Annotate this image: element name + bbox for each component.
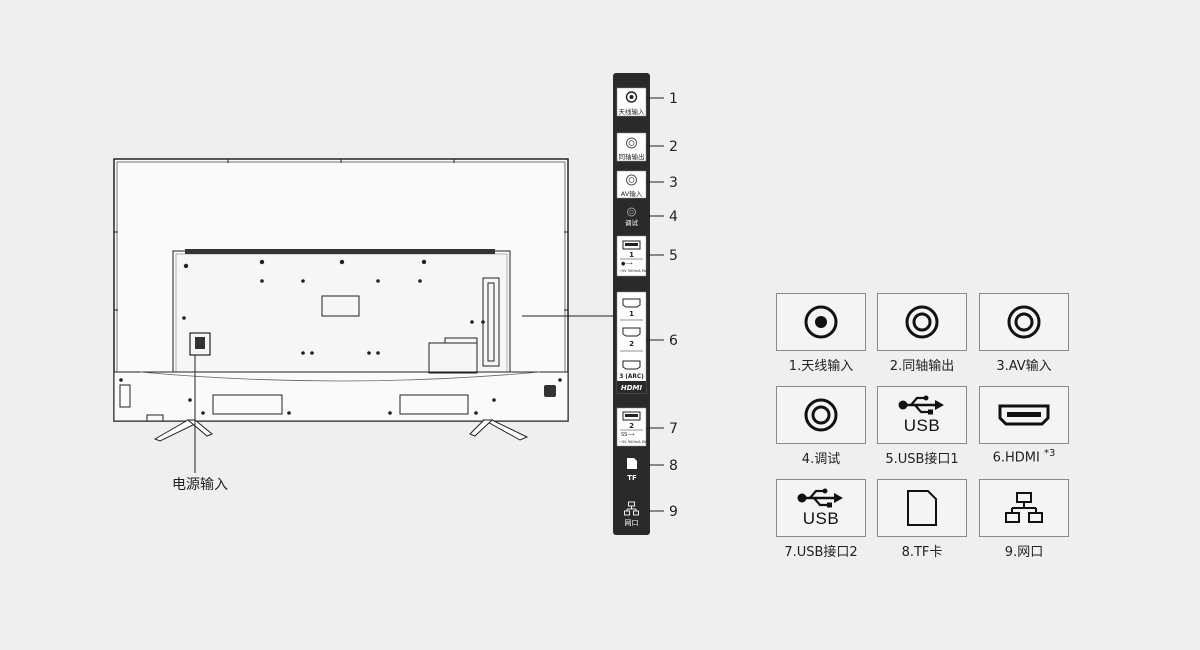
legend-caption-usb2: 7.USB接口2	[784, 545, 858, 560]
legend-hdmi-note: *3	[1044, 448, 1056, 459]
legend-item-usb1: USB 5.USB接口1	[876, 386, 968, 467]
panel-usb1-spec: ⎓5V 500mA MAX	[619, 269, 650, 273]
panel-tf-label: TF	[627, 474, 637, 482]
callout-2: 2	[669, 139, 678, 155]
av-icon	[1007, 305, 1041, 339]
legend-caption-coaxial: 2.同轴输出	[889, 359, 955, 374]
usb-icon	[898, 395, 944, 415]
legend-box-debug	[776, 386, 866, 444]
legend-box-antenna	[776, 293, 866, 351]
port-panel: 天线输入 同轴输出 AV输入 调试 1 ●⟶ ⎓5V 500mA MAX 1	[613, 73, 650, 535]
panel-hdmi3-number: 3 (ARC)	[619, 374, 644, 380]
legend-caption-debug: 4.调试	[801, 452, 841, 467]
legend-item-network: 9.网口	[978, 479, 1070, 560]
legend-item-usb2: USB 7.USB接口2	[775, 479, 867, 560]
legend-item-coaxial: 2.同轴输出	[876, 293, 968, 374]
callouts	[646, 97, 664, 512]
tv-back	[113, 158, 569, 473]
legend-box-hdmi	[979, 386, 1069, 444]
legend-box-coaxial	[877, 293, 967, 351]
legend-item-antenna: 1.天线输入	[775, 293, 867, 374]
panel-label-coaxial: 同轴输出	[619, 152, 645, 161]
legend-usb2-text: USB	[802, 509, 840, 528]
panel-hdmi1-number: 1	[629, 310, 634, 318]
legend-caption-usb1: 5.USB接口1	[885, 452, 959, 467]
power-input-label: 电源输入	[172, 477, 228, 493]
network-icon	[1005, 492, 1043, 523]
legend-caption-antenna: 1.天线输入	[788, 359, 854, 374]
legend-caption-av: 3.AV输入	[996, 359, 1052, 374]
panel-label-antenna: 天线输入	[619, 107, 646, 116]
panel-usb1-symbol: ●⟶	[621, 261, 633, 267]
legend-item-tf: 8.TF卡	[876, 479, 968, 560]
callout-3: 3	[669, 175, 678, 191]
panel-label-av: AV输入	[621, 189, 643, 198]
coaxial-icon	[905, 305, 939, 339]
callout-8: 8	[669, 458, 678, 474]
legend-item-debug: 4.调试	[775, 386, 867, 467]
panel-debug-port	[627, 207, 636, 217]
panel-usb2-symbol: SS⟶	[621, 432, 635, 438]
legend-box-network	[979, 479, 1069, 537]
callout-1: 1	[669, 91, 678, 107]
legend-item-hdmi: 6.HDMI *3	[978, 386, 1070, 465]
panel-lan-icon	[624, 501, 639, 516]
legend-item-av: 3.AV输入	[978, 293, 1070, 374]
panel-lan-label: 网口	[625, 519, 639, 527]
antenna-icon	[804, 305, 838, 339]
panel-usb1-port	[616, 235, 647, 277]
legend-caption-network: 9.网口	[1004, 545, 1044, 560]
panel-hdmi-logo: HDMI	[621, 384, 643, 392]
legend-usb1-text: USB	[903, 416, 941, 435]
legend-box-usb2: USB	[776, 479, 866, 537]
hdmi-icon	[998, 404, 1050, 426]
legend-box-tf	[877, 479, 967, 537]
legend-caption-tf: 8.TF卡	[901, 545, 943, 560]
callout-9: 9	[669, 504, 678, 520]
panel-hdmi2-number: 2	[629, 340, 634, 348]
tv-screw-holes	[119, 259, 562, 415]
callout-5: 5	[669, 248, 678, 264]
debug-port-icon	[804, 398, 838, 432]
callout-7: 7	[669, 421, 678, 437]
panel-usb1-number: 1	[629, 251, 634, 259]
legend-caption-hdmi: 6.HDMI *3	[978, 448, 1070, 465]
panel-usb2-spec: ⎓5V 900mA MAX	[619, 440, 650, 444]
port-legend: 1.天线输入 2.同轴输出 3.AV输入 4.调试	[775, 293, 1075, 563]
sd-card-icon	[907, 490, 937, 526]
legend-box-av	[979, 293, 1069, 351]
usb-icon	[797, 488, 843, 508]
panel-label-debug: 调试	[625, 218, 639, 227]
panel-usb2-number: 2	[629, 422, 634, 430]
callout-6: 6	[669, 333, 678, 349]
panel-tf-icon	[627, 458, 637, 469]
legend-caption-hdmi-text: 6.HDMI	[992, 450, 1040, 466]
callout-4: 4	[669, 209, 678, 225]
legend-box-usb1: USB	[877, 386, 967, 444]
